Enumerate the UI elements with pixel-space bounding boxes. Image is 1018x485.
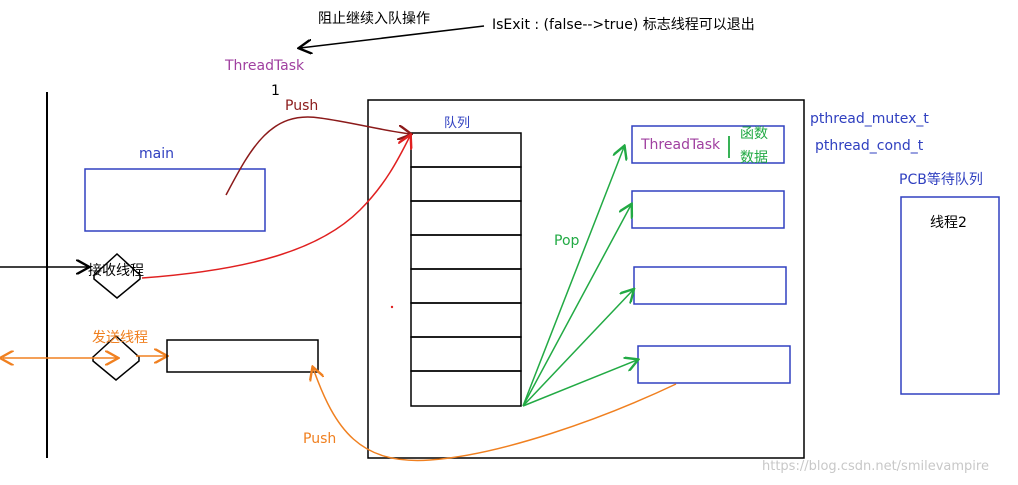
- pop-label: Pop: [554, 233, 580, 249]
- pop-arrow-1: [522, 147, 624, 407]
- worker-push-arrow: [313, 368, 677, 462]
- queue: [410, 132, 522, 407]
- block-enqueue-label: 阻止继续入队操作: [318, 11, 430, 27]
- receive-thread-hexagon: [93, 252, 141, 299]
- queue-slot: [410, 268, 522, 304]
- main-box: [84, 168, 266, 232]
- threadtask-box-label: ThreadTask: [641, 137, 721, 153]
- isexit-label: IsExit : (false-->true) 标志线程可以退出: [492, 17, 755, 33]
- worker-thread-box-2: [631, 190, 785, 229]
- watermark: https://blog.csdn.net/smilevampire: [762, 459, 989, 474]
- receive-push-arrow: [141, 136, 410, 279]
- thread-pool-container: [367, 99, 805, 459]
- worker-thread-box-1: [631, 125, 785, 164]
- mutex-label: pthread_mutex_t: [810, 111, 929, 127]
- receive-thread-label: 接收线程: [88, 263, 144, 279]
- pop-arrow-4: [522, 360, 637, 407]
- stray-dot: [390, 305, 394, 309]
- worker-thread-box-4: [637, 345, 791, 384]
- pop-arrow-2: [522, 205, 631, 407]
- data-label: 数据: [740, 150, 768, 166]
- queue-slot: [410, 132, 522, 168]
- queue-slot: [410, 370, 522, 407]
- pop-arrow-3: [522, 290, 633, 407]
- number-one-label: 1: [271, 83, 280, 99]
- main-push-arrow: [225, 116, 410, 196]
- send-buffer-box: [166, 339, 319, 373]
- queue-slot: [410, 234, 522, 270]
- pcb-wait-queue-box: [900, 196, 1000, 395]
- send-thread-label: 发送线程: [92, 330, 148, 346]
- pcb-queue-label: PCB等待队列: [899, 172, 983, 188]
- function-label: 函数: [740, 126, 768, 142]
- cond-label: pthread_cond_t: [815, 138, 924, 154]
- queue-slot: [410, 302, 522, 338]
- push-bottom-label: Push: [303, 431, 337, 447]
- queue-slot: [410, 200, 522, 236]
- threadtask-top-label: ThreadTask: [225, 58, 305, 74]
- queue-slot: [410, 336, 522, 372]
- push-top-label: Push: [285, 98, 319, 114]
- block-enqueue-arrow: [300, 25, 485, 48]
- worker-thread-box-3: [633, 266, 787, 305]
- thread2-label: 线程2: [930, 215, 967, 231]
- queue-label: 队列: [444, 116, 471, 131]
- main-label: main: [139, 146, 174, 162]
- queue-slot: [410, 166, 522, 202]
